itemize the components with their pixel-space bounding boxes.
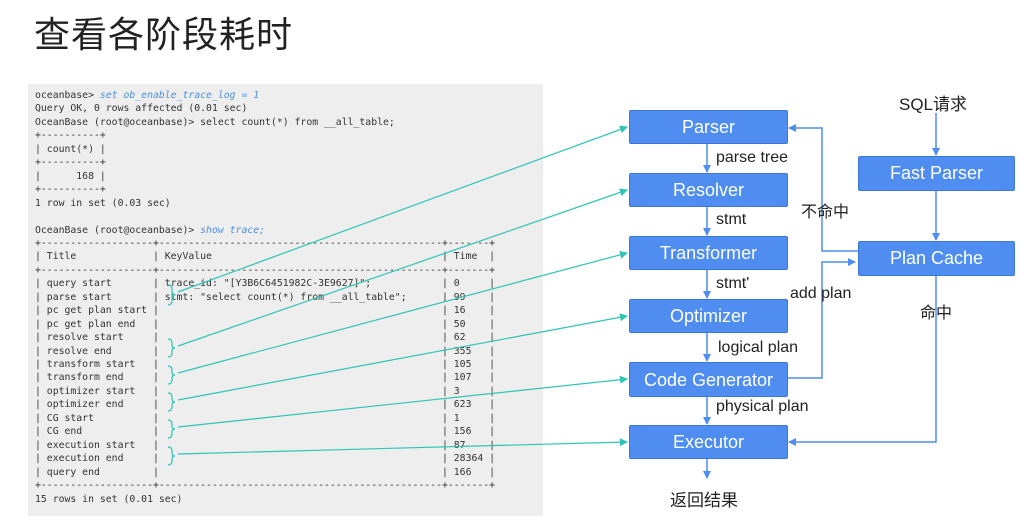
terminal-line: | execution end | | 28364 |: [35, 453, 496, 465]
cache-miss-label: 不命中: [801, 204, 850, 221]
transformer-box: Transformer: [629, 236, 788, 270]
terminal-line: | Title | KeyValue | Time |: [35, 251, 496, 263]
brace-transform: [167, 365, 176, 385]
connector-optimizer: [177, 313, 628, 401]
terminal-line: | parse start | stmt: "select count(*) f…: [35, 291, 496, 303]
arrow-plancache-miss: [788, 124, 858, 252]
cache-hit-label: 命中: [920, 305, 953, 322]
terminal-line: OceanBase (root@oceanbase)> select count…: [35, 116, 395, 128]
terminal-line: | resolve end | | 355 |: [35, 345, 496, 357]
terminal-prompt: OceanBase (root@oceanbase)>: [35, 224, 201, 236]
terminal-line: | optimizer start | | 3 |: [35, 385, 496, 397]
terminal-line: Query OK, 0 rows affected (0.01 sec): [35, 103, 248, 115]
terminal-line: | CG start | | 1 |: [35, 412, 496, 424]
parse-tree-label: parse tree: [716, 149, 789, 166]
terminal-line: 15 rows in set (0.01 sec): [35, 493, 183, 505]
terminal-command: set ob_enable_trace_log = 1: [99, 90, 260, 101]
stmt-prime-label: stmt': [716, 275, 750, 292]
terminal-line: | transform start | | 105 |: [35, 359, 496, 370]
terminal-line: | count(*) |: [35, 143, 106, 155]
page-title: 查看各阶段耗时: [34, 15, 294, 56]
brace-parse: [167, 284, 176, 306]
terminal-line: | query start | trace_id: "[Y3B6C6451982…: [35, 278, 496, 290]
terminal-panel: oceanbase> set ob_enable_trace_log = 1 Qu…: [28, 84, 543, 516]
brace-resolve: [167, 338, 176, 358]
terminal-line: | resolve start | | 62 |: [35, 332, 496, 344]
terminal-line: | pc get plan start | | 16 |: [35, 305, 496, 317]
terminal-line: oceanbase> set ob_enable_trace_log = 1: [35, 90, 259, 101]
terminal-line: 1 row in set (0.03 sec): [35, 197, 171, 209]
add-plan-label: add plan: [790, 285, 852, 302]
brace-optimizer: [167, 392, 176, 412]
terminal-line: | optimizer end | | 623 |: [35, 399, 496, 411]
stmt-label: stmt: [716, 211, 747, 228]
resolver-box: Resolver: [629, 173, 788, 207]
terminal-line: | query end | | 166 |: [35, 466, 496, 478]
terminal-line: +----------+: [35, 184, 106, 196]
sql-request-label: SQL请求: [899, 95, 968, 114]
physical-plan-label: physical plan: [716, 398, 809, 415]
return-result-label: 返回结果: [670, 491, 738, 510]
terminal-prompt: oceanbase>: [35, 90, 100, 101]
optimizer-box: Optimizer: [629, 299, 788, 333]
terminal-line: | transform end | | 107 |: [35, 372, 496, 384]
fast-parser-box: Fast Parser: [858, 156, 1015, 191]
parser-box: Parser: [629, 110, 788, 144]
terminal-line: +-------------------+-------------------…: [35, 237, 496, 249]
terminal-line: OceanBase (root@oceanbase)> show trace;: [35, 225, 265, 236]
terminal-line: | CG end | | 156 |: [35, 426, 496, 438]
terminal-line: | 168 |: [35, 170, 106, 182]
brace-execution: [167, 446, 176, 466]
terminal-line: +----------+: [35, 157, 106, 169]
executor-box: Executor: [629, 425, 788, 459]
connector-parse: [177, 125, 628, 293]
terminal-line: +-------------------+-------------------…: [35, 480, 496, 492]
connector-execution: [177, 438, 628, 455]
brace-cg: [167, 419, 176, 439]
code-generator-box: Code Generator: [629, 362, 788, 397]
terminal-line: +-------------------+-------------------…: [35, 264, 496, 276]
arrow-plancache-hit: [788, 276, 937, 446]
connector-cg: [177, 375, 628, 428]
arrow-codegen-addplan: [788, 258, 856, 379]
connector-transform: [177, 250, 628, 374]
logical-plan-label: logical plan: [718, 339, 799, 356]
terminal-line: | pc get plan end | | 50 |: [35, 318, 496, 330]
terminal-line: +----------+: [35, 130, 106, 142]
connector-resolve: [177, 188, 628, 347]
plan-cache-box: Plan Cache: [858, 241, 1015, 276]
terminal-command: show trace;: [200, 224, 266, 236]
